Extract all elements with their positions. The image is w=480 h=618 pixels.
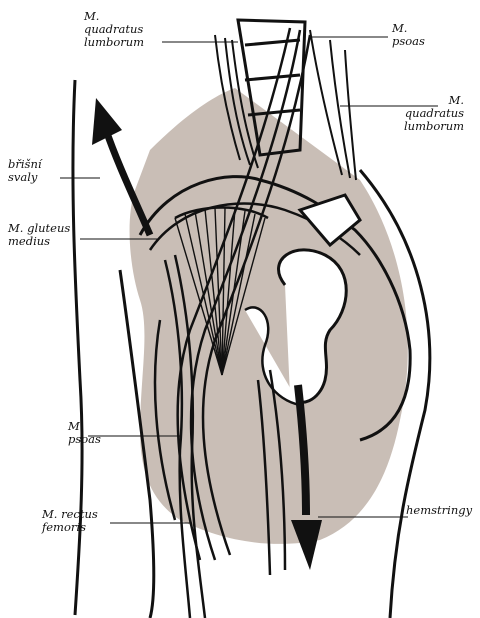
- label-line: femoris: [42, 521, 98, 534]
- label-line: svaly: [8, 171, 42, 184]
- label-line: hemstringy: [406, 504, 472, 517]
- label-rectus-femoris: M. rectus femoris: [42, 508, 98, 534]
- label-hemstringy: hemstringy: [406, 504, 472, 517]
- arrow-up-icon: [92, 98, 150, 235]
- label-line: psoas: [392, 35, 425, 48]
- label-quadratus-lumborum-left: M. quadratus lumborum: [84, 10, 144, 49]
- left-body-outline: [73, 80, 82, 615]
- label-quadratus-lumborum-right: M. quadratus lumborum: [404, 94, 464, 133]
- label-line: psoas: [68, 433, 101, 446]
- label-gluteus-medius: M. gluteus medius: [8, 222, 70, 248]
- label-psoas-bottom: M. psoas: [68, 420, 101, 446]
- label-line: lumborum: [404, 120, 464, 133]
- label-line: medius: [8, 235, 70, 248]
- label-bricni-svaly: břišní svaly: [8, 158, 42, 184]
- label-psoas-top: M. psoas: [392, 22, 425, 48]
- label-line: lumborum: [84, 36, 144, 49]
